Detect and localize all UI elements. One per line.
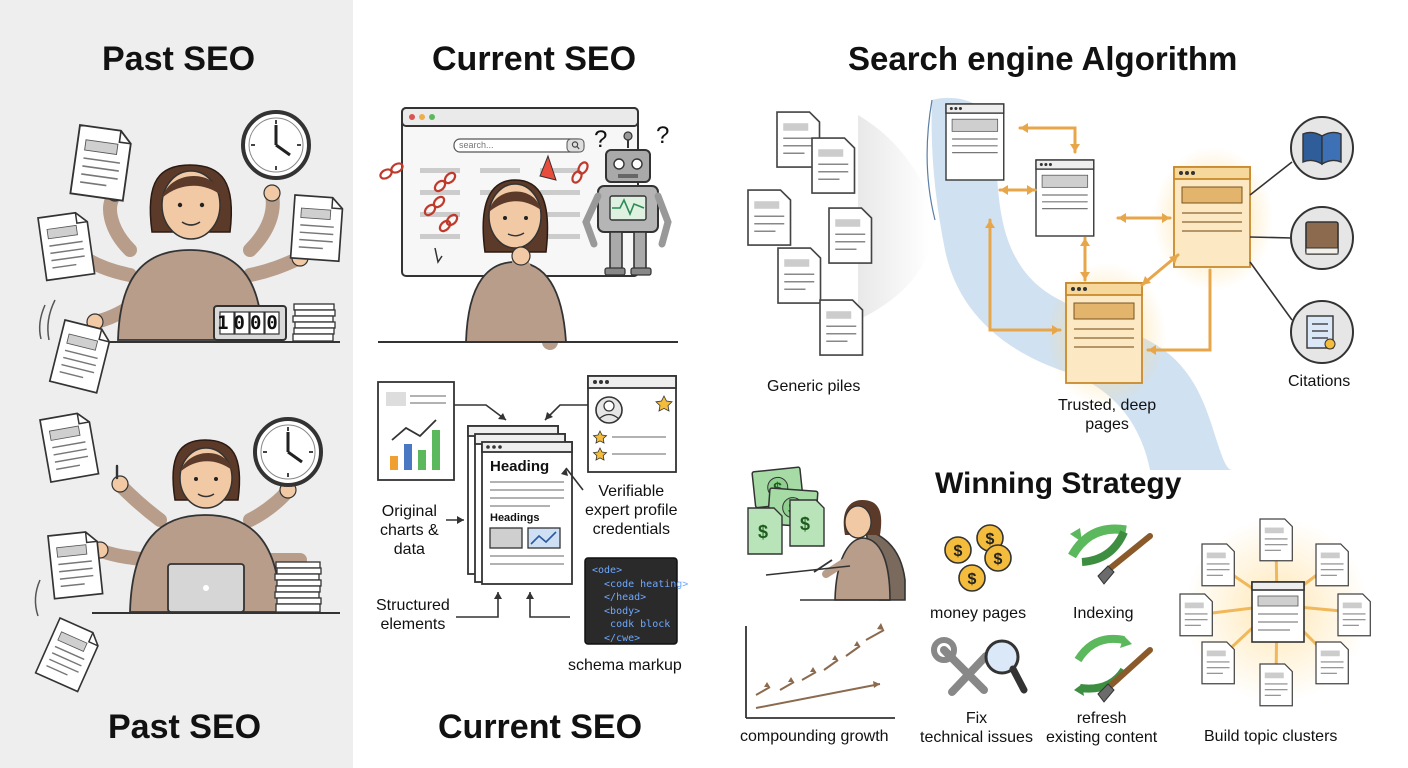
current-seo-title: Current SEO <box>432 40 637 78</box>
verifiable-credentials-label: Verifiable expert profile credentials <box>585 483 678 538</box>
indexing-label: Indexing <box>1073 605 1134 622</box>
topic-clusters-label: Build topic clusters <box>1204 728 1338 745</box>
schema-markup-label: schema markup <box>568 657 682 674</box>
algorithm-title: Search engine Algorithm <box>848 40 1238 77</box>
doc-subheading: Headings <box>490 512 540 524</box>
structured-elements-label: Structured elements <box>376 597 450 633</box>
current-seo-title-bottom: Current SEO <box>438 708 643 746</box>
question-mark: ? <box>594 126 608 153</box>
past-seo-title-bottom: Past SEO <box>108 708 262 746</box>
winning-strategy-title: Winning Strategy <box>935 467 1182 500</box>
past-seo-top-scene <box>37 110 345 394</box>
money-pages-label: money pages <box>930 605 1027 622</box>
question-mark-2: ? <box>656 122 670 149</box>
past-seo-bottom-scene <box>34 410 340 693</box>
doc-heading: Heading <box>490 458 550 475</box>
winning-strategy-diagram <box>745 466 1371 719</box>
algorithm-diagram <box>747 97 1354 470</box>
citations-label: Citations <box>1288 373 1351 390</box>
code-block: <ode> <code heating> </head> <body> codk… <box>592 565 689 644</box>
trusted-pages-label: Trusted, deep pages <box>1058 397 1157 433</box>
search-placeholder: search... <box>459 140 494 150</box>
search-icon <box>571 139 580 152</box>
current-seo-content-diagram <box>377 375 678 645</box>
counter-display: 1000 <box>217 312 283 334</box>
current-seo-top-scene <box>378 107 678 350</box>
original-charts-label: Original charts & data <box>380 503 439 558</box>
refresh-content-label: refresh existing content <box>1046 710 1158 746</box>
fix-technical-label: Fix technical issues <box>920 710 1033 746</box>
generic-piles-label: Generic piles <box>767 378 861 395</box>
compounding-growth-label: compounding growth <box>740 728 889 745</box>
past-seo-title: Past SEO <box>102 40 256 78</box>
